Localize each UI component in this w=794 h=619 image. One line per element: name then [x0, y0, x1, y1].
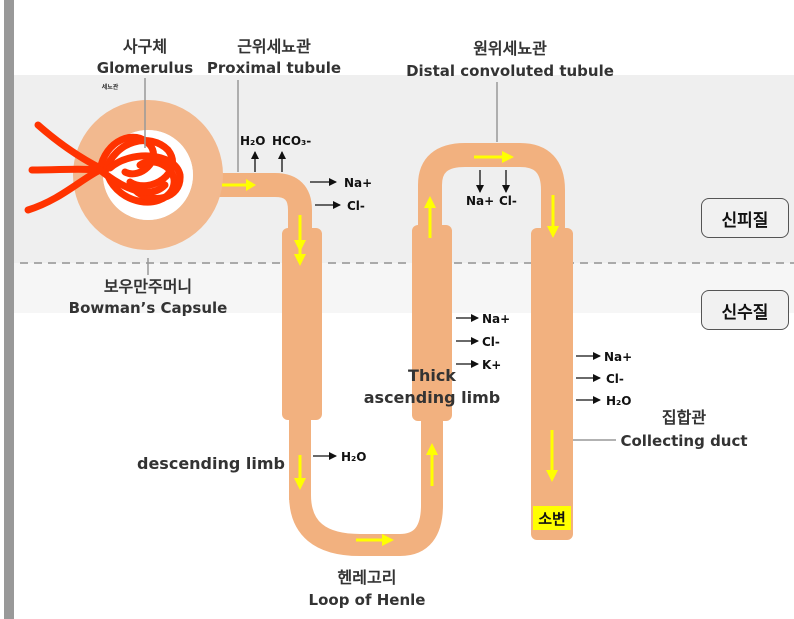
left-border-bar: [4, 0, 14, 619]
flow-arrow-proximal: [222, 179, 256, 191]
ion-prox-h2o: H₂O: [240, 134, 266, 148]
transport-arrows: [251, 151, 601, 460]
medulla-band-top: [14, 263, 794, 313]
flow-arrow-asc-upper: [424, 196, 436, 238]
proximal-label-ko: 근위세뇨관: [237, 37, 311, 56]
medulla-zone-button[interactable]: 신수질: [701, 290, 789, 330]
ion-desc-h2o: H₂O: [341, 450, 367, 464]
cortex-zone-button[interactable]: 신피질: [701, 198, 789, 238]
distal-label-ko: 원위세뇨관: [473, 39, 547, 58]
urine-tag: [533, 506, 571, 530]
ion-prox-na: Na+: [344, 176, 372, 190]
leader-lines: [144, 78, 616, 441]
ascending-limb-label-1: Thick: [408, 366, 456, 385]
thick-ascending-limb: [412, 225, 452, 421]
ion-asc-cl: Cl-: [482, 335, 500, 349]
flow-arrow-distal-top: [474, 151, 514, 163]
bowman-label-ko: 보우만주머니: [104, 277, 192, 296]
descending-limb-thick: [282, 228, 322, 420]
ion-asc-na: Na+: [482, 312, 510, 326]
ion-asc-k: K+: [482, 358, 501, 372]
descending-limb-label: descending limb: [137, 454, 285, 473]
glomerulus-label-ko: 사구체: [123, 37, 167, 56]
ion-dist-cl: Cl-: [499, 194, 517, 208]
flow-arrow-desc-upper: [294, 238, 306, 266]
bowman-label-en: Bowman’s Capsule: [69, 299, 228, 317]
flow-arrow-loop: [356, 534, 394, 546]
glomerulus-capillaries: [24, 121, 184, 214]
ion-coll-h2o: H₂O: [606, 394, 632, 408]
ion-prox-hco3: HCO₃-: [272, 134, 311, 148]
urine-label: 소변: [538, 510, 566, 528]
collecting-label-en: Collecting duct: [620, 432, 747, 450]
henle-label-en: Loop of Henle: [309, 591, 426, 609]
collecting-label-ko: 집합관: [662, 408, 706, 427]
flow-arrow-collecting: [546, 430, 558, 482]
ion-coll-na: Na+: [604, 350, 632, 364]
glomerulus-label-en: Glomerulus: [97, 59, 193, 77]
distal-tubule: [418, 143, 565, 232]
loop-of-henle: [289, 409, 443, 556]
flow-arrows: [222, 151, 559, 546]
henle-label-ko: 헨레고리: [338, 568, 397, 587]
flow-arrow-desc-lower: [294, 455, 306, 490]
collecting-duct: [531, 228, 573, 540]
flow-arrow-asc-lower: [426, 443, 438, 486]
glomerulus-small-label: 세뇨관: [102, 83, 119, 91]
ion-dist-na: Na+: [466, 194, 494, 208]
proximal-label-en: Proximal tubule: [207, 59, 341, 77]
ion-coll-cl: Cl-: [606, 372, 624, 386]
ascending-limb-label-2: ascending limb: [364, 388, 501, 407]
flow-arrow-distal-down: [547, 195, 559, 238]
distal-label-en: Distal convoluted tubule: [406, 62, 614, 80]
proximal-tubule: [205, 173, 312, 240]
ion-prox-cl: Cl-: [347, 199, 365, 213]
